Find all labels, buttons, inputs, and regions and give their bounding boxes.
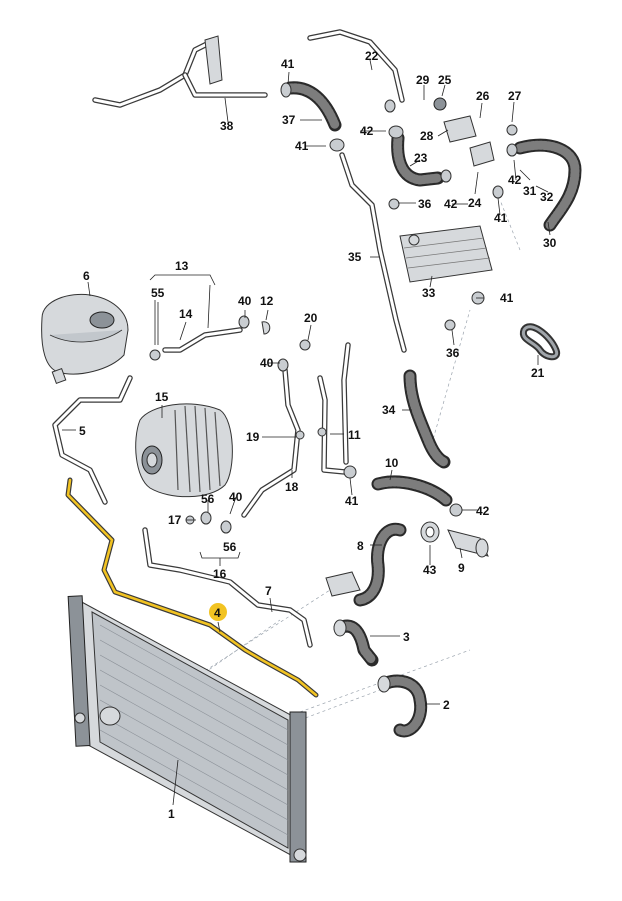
- pipe-13: [162, 321, 271, 353]
- label-27: 27: [508, 89, 522, 103]
- flange-9: [447, 529, 489, 558]
- label-4: 4: [214, 606, 221, 620]
- label-9: 9: [458, 561, 465, 575]
- pipe-22: [307, 29, 405, 103]
- pipe-38: [92, 35, 268, 108]
- hose-8: [325, 522, 407, 607]
- label-41d: 41: [345, 494, 359, 508]
- label-26: 26: [476, 89, 490, 103]
- label-38: 38: [220, 119, 234, 133]
- hose-3: [333, 619, 379, 667]
- pipe-11: [317, 342, 351, 475]
- oil-cooler: [399, 225, 493, 283]
- label-31: 31: [523, 184, 537, 198]
- label-2: 2: [443, 698, 450, 712]
- hose-10: [371, 475, 453, 507]
- label-42c: 42: [444, 197, 458, 211]
- label-14: 14: [179, 307, 193, 321]
- label-36a: 36: [418, 197, 432, 211]
- label-42a: 42: [360, 124, 374, 138]
- leader-lines: [62, 59, 551, 806]
- label-5: 5: [79, 424, 86, 438]
- label-35: 35: [348, 250, 362, 264]
- label-42d: 42: [476, 504, 490, 518]
- label-33: 33: [422, 286, 436, 300]
- label-37: 37: [282, 113, 296, 127]
- label-1: 1: [168, 807, 175, 821]
- label-7: 7: [265, 584, 272, 598]
- label-56b: 56: [223, 540, 237, 554]
- gasket-21: [519, 323, 561, 361]
- label-15: 15: [155, 390, 169, 404]
- clip-43: [420, 521, 440, 543]
- label-42b: 42: [508, 173, 522, 187]
- hose-37: [283, 81, 342, 132]
- hose-30: [513, 138, 582, 232]
- label-29: 29: [416, 73, 430, 87]
- label-20: 20: [304, 311, 318, 325]
- hose-2: [377, 674, 428, 738]
- label-41c: 41: [500, 291, 514, 305]
- label-40b: 40: [260, 356, 274, 370]
- label-22: 22: [365, 49, 379, 63]
- label-3: 3: [403, 630, 410, 644]
- label-12: 12: [260, 294, 274, 308]
- alternator: [135, 403, 233, 498]
- label-40c: 40: [229, 490, 243, 504]
- label-23: 23: [414, 151, 428, 165]
- label-41e: 41: [494, 211, 508, 225]
- label-21: 21: [531, 366, 545, 380]
- radiator: [67, 595, 307, 863]
- label-8: 8: [357, 539, 364, 553]
- label-28: 28: [420, 129, 434, 143]
- label-40a: 40: [238, 294, 252, 308]
- label-34: 34: [382, 403, 396, 417]
- clamps: [149, 82, 518, 534]
- label-56a: 56: [201, 492, 215, 506]
- label-32: 32: [540, 190, 554, 204]
- valve-28: [433, 97, 495, 167]
- label-41a: 41: [281, 57, 295, 71]
- pipe-7: [142, 527, 313, 648]
- hose-34: [403, 369, 451, 469]
- pipe-35: [339, 152, 407, 353]
- pipe-5: [52, 375, 133, 505]
- label-17: 17: [168, 513, 182, 527]
- label-55: 55: [151, 286, 165, 300]
- label-16: 16: [213, 567, 227, 581]
- label-41b: 41: [295, 139, 309, 153]
- label-13: 13: [175, 259, 189, 273]
- highlight-badge: [209, 603, 227, 621]
- part-labels: 1 2 3 4 5 6 7 8 9 10 11 12 13 14 15 16 1…: [79, 49, 557, 821]
- pipe-18: [241, 367, 301, 518]
- pipe-4-highlighted: [65, 477, 319, 698]
- label-25: 25: [438, 73, 452, 87]
- label-30: 30: [543, 236, 557, 250]
- label-10: 10: [385, 456, 399, 470]
- label-24: 24: [468, 196, 482, 210]
- hose-23: [391, 131, 445, 187]
- label-19: 19: [246, 430, 260, 444]
- label-43: 43: [423, 563, 437, 577]
- expansion-tank: [41, 293, 129, 384]
- label-6: 6: [83, 269, 90, 283]
- label-11: 11: [348, 428, 361, 442]
- label-36b: 36: [446, 346, 460, 360]
- label-18: 18: [285, 480, 299, 494]
